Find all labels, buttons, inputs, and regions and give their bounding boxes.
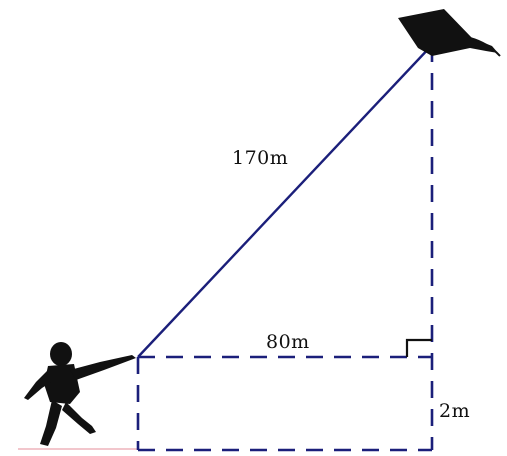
kite-string xyxy=(137,44,433,358)
horizontal-distance-label: 80m xyxy=(266,331,310,353)
person-silhouette-icon xyxy=(24,342,136,446)
right-angle-marker xyxy=(405,338,432,357)
kite-icon xyxy=(398,9,501,57)
hand-height-label: 2m xyxy=(439,400,470,422)
string-length-label: 170m xyxy=(232,147,288,169)
